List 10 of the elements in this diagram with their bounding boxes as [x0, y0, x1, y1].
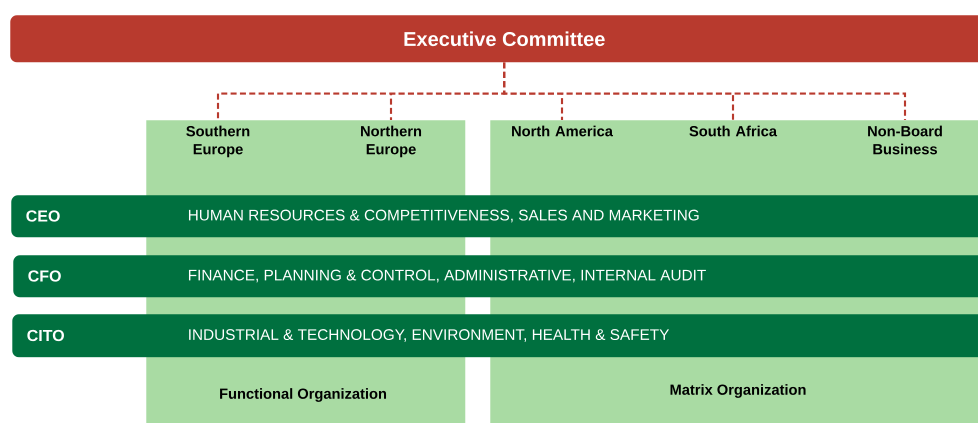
region-label: South Africa: [689, 126, 778, 136]
committee-bar: Executive Committee: [10, 15, 978, 62]
region-label: Southern Europe: [186, 126, 250, 158]
executive-bar: CFO FINANCE, PLANNING & CONTROL, ADMINISTRATIVE, INTERNAL AUDIT: [13, 255, 978, 298]
connector-line: [503, 62, 906, 120]
region-label: North America: [512, 126, 613, 136]
executive-bar: CEO HUMAN RESOURCES & COMPETITIVENESS, SALES AND MARKETING: [11, 195, 978, 238]
region-label: Northern Europe: [361, 126, 422, 158]
region-label: Non-Board Business: [868, 126, 942, 154]
executive-bar: CITO INDUSTRIAL & TECHNOLOGY, ENVIRONMENT, HEALTH & SAFETY: [12, 314, 978, 358]
